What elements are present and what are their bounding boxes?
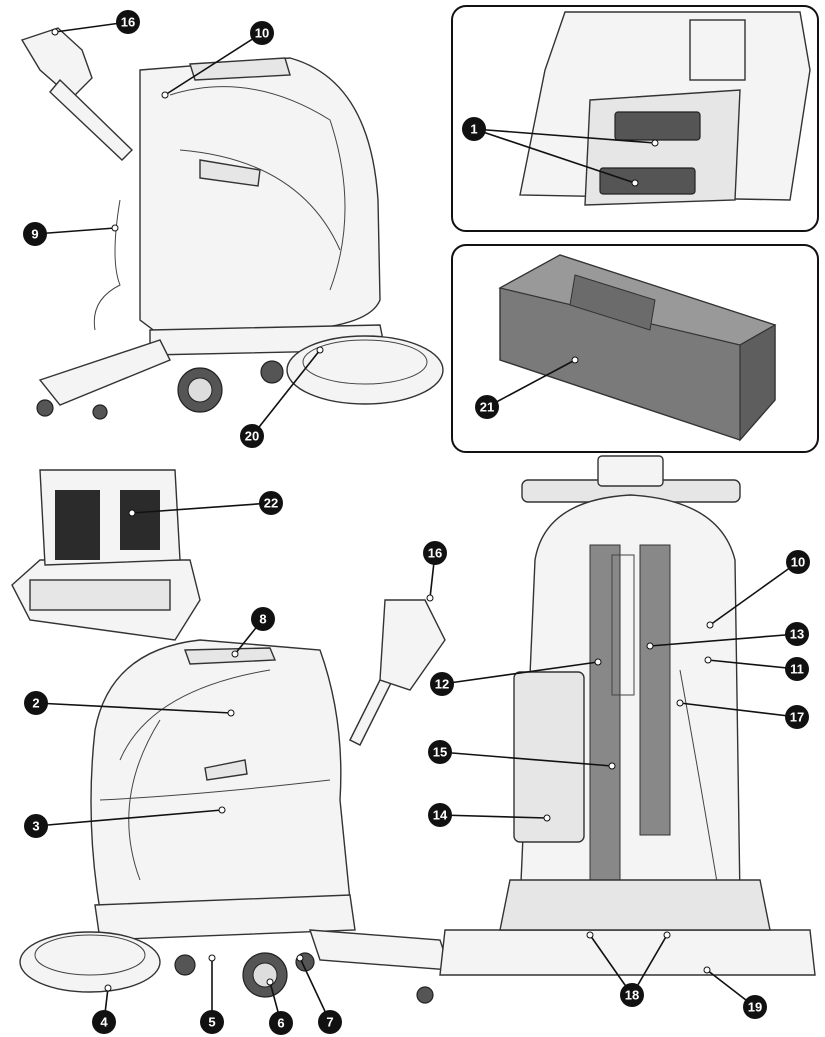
callout-22: 22 — [259, 491, 283, 515]
callout-4: 4 — [92, 1010, 116, 1034]
callout-2: 2 — [24, 691, 48, 715]
callout-label: 15 — [433, 745, 447, 760]
callout-label: 22 — [264, 496, 278, 511]
callout-12: 12 — [430, 672, 454, 696]
battery-compartment-illustration — [519, 11, 811, 206]
callout-20: 20 — [240, 424, 264, 448]
callout-label: 19 — [748, 1000, 762, 1015]
callout-label: 1 — [470, 122, 477, 137]
callout-label: 7 — [326, 1015, 333, 1030]
callout-label: 10 — [255, 26, 269, 41]
leader-lines — [34, 21, 799, 1024]
callout-label: 2 — [32, 696, 39, 711]
callout-11: 11 — [785, 657, 809, 681]
callout-10-bottom: 10 — [786, 550, 810, 574]
callout-19: 19 — [743, 995, 767, 1019]
callout-16-top: 16 — [116, 10, 140, 34]
callout-label: 12 — [435, 677, 449, 692]
callout-9: 9 — [23, 222, 47, 246]
callout-label: 14 — [433, 808, 448, 823]
callout-label: 3 — [32, 819, 39, 834]
machine-front-view — [19, 599, 451, 1004]
callout-18: 18 — [620, 983, 644, 1007]
machine-side-view — [20, 27, 444, 420]
callout-label: 16 — [121, 15, 135, 30]
callout-label: 10 — [791, 555, 805, 570]
callout-14: 14 — [428, 803, 452, 827]
callout-label: 8 — [259, 612, 266, 627]
callout-6: 6 — [269, 1011, 293, 1035]
callout-13: 13 — [785, 622, 809, 646]
callout-15: 15 — [428, 740, 452, 764]
callout-10-top: 10 — [250, 21, 274, 45]
machine-rear-view — [439, 455, 816, 976]
callout-1: 1 — [462, 117, 486, 141]
callout-3: 3 — [24, 814, 48, 838]
callout-17: 17 — [785, 705, 809, 729]
callout-label: 4 — [100, 1015, 108, 1030]
callout-8: 8 — [251, 607, 275, 631]
battery-charger-illustration — [11, 469, 201, 641]
callout-label: 18 — [625, 988, 639, 1003]
callout-label: 13 — [790, 627, 804, 642]
callout-label: 5 — [208, 1015, 215, 1030]
callout-7: 7 — [318, 1010, 342, 1034]
callout-label: 16 — [428, 546, 442, 561]
callout-label: 9 — [31, 227, 38, 242]
callout-label: 20 — [245, 429, 259, 444]
callout-16-bottom: 16 — [423, 541, 447, 565]
cushion-block-illustration — [498, 254, 777, 442]
callout-21: 21 — [475, 395, 499, 419]
callout-label: 21 — [480, 400, 494, 415]
callout-label: 11 — [790, 662, 804, 677]
callout-label: 17 — [790, 710, 804, 725]
callout-5: 5 — [200, 1010, 224, 1034]
callout-label: 6 — [277, 1016, 284, 1031]
